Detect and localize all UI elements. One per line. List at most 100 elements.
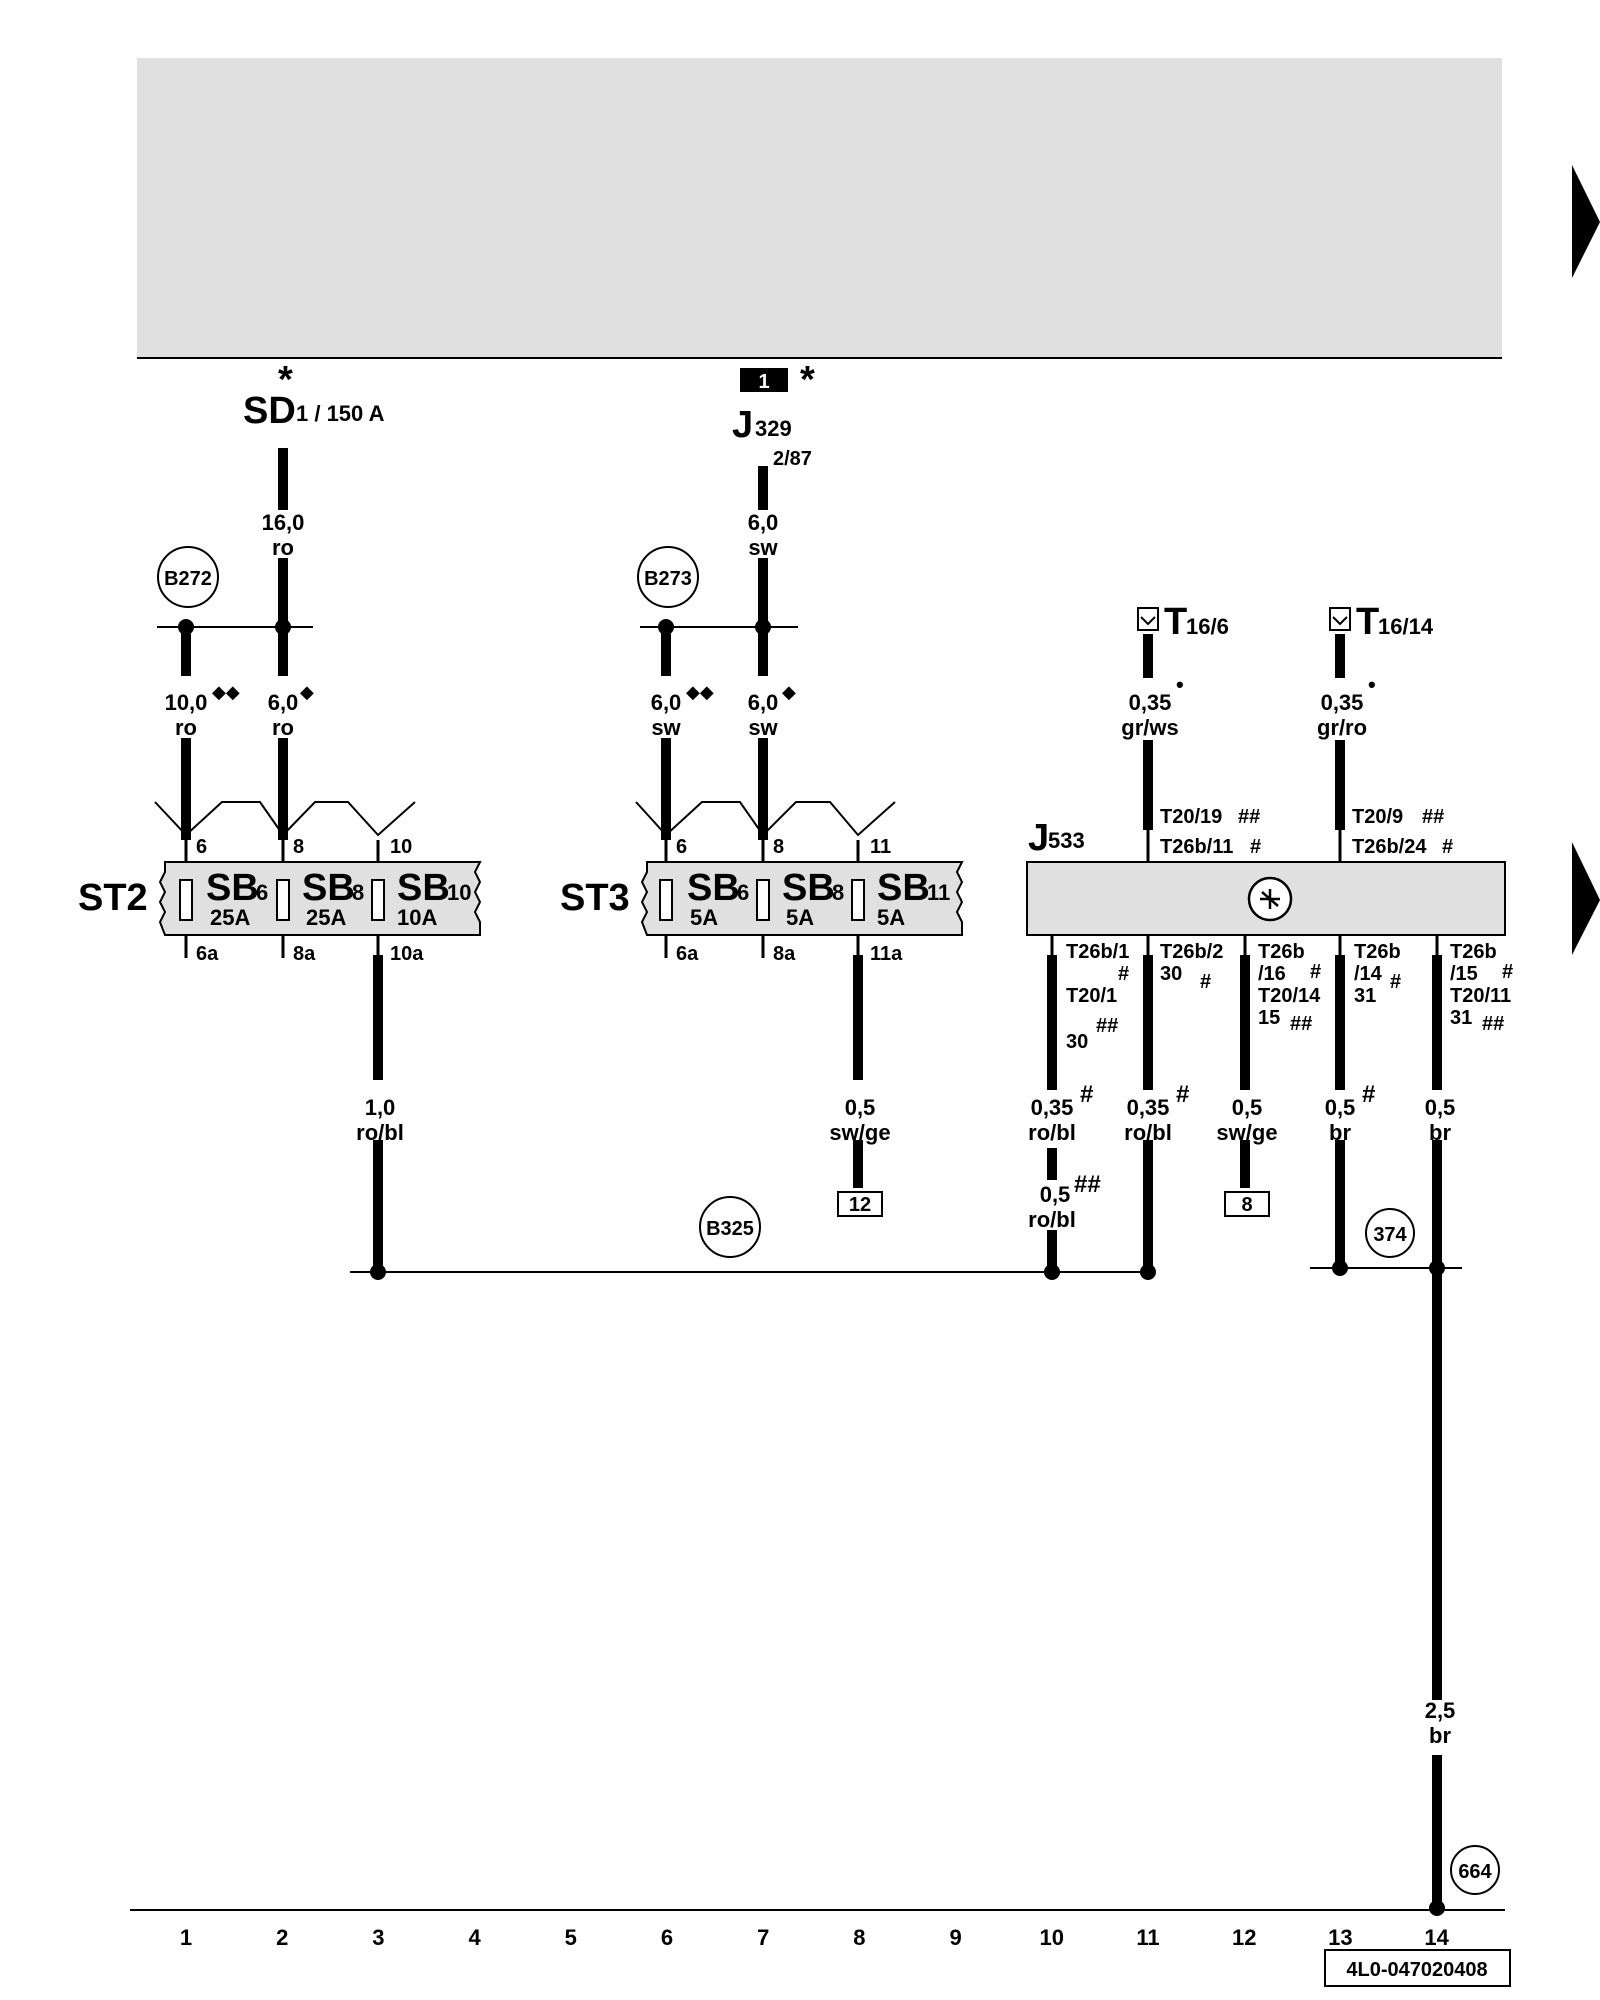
svg-text:6: 6	[737, 880, 749, 905]
svg-text:5A: 5A	[786, 905, 814, 930]
st3-label: ST3	[560, 877, 630, 919]
column-number: 1	[180, 1925, 192, 1950]
wire-w6-mark: ◆	[782, 682, 796, 702]
st3-fuse-1: SB 6 5A 6 6a	[659, 836, 749, 965]
sd-label: SD	[243, 390, 296, 432]
j533-bottom-pin-2: T26b/2 30 #	[1160, 941, 1223, 993]
column-number: 4	[468, 1925, 481, 1950]
column-number: 8	[853, 1925, 865, 1950]
svg-text:31: 31	[1450, 1007, 1472, 1029]
j533-bottom-pin-4: T26b /14 # 31	[1354, 941, 1401, 1007]
svg-text:SB: SB	[206, 867, 259, 909]
column-number: 10	[1040, 1925, 1064, 1950]
wire-w1-size: 16,0	[262, 510, 305, 535]
svg-text:10: 10	[390, 836, 412, 858]
next-page-arrow-bottom-icon[interactable]	[1572, 842, 1600, 955]
st2-label: ST2	[78, 877, 148, 919]
svg-text:25A: 25A	[210, 905, 250, 930]
svg-text:#: #	[1442, 836, 1453, 858]
relay-pin: 2/87	[773, 448, 812, 470]
svg-text:B273: B273	[644, 568, 692, 590]
j533-sub: 533	[1048, 828, 1085, 853]
svg-text:/14: /14	[1354, 963, 1383, 985]
j533-bottom-pin-marks	[1050, 935, 1439, 955]
svg-text:SB: SB	[302, 867, 355, 909]
wire-w12-size: 0,35	[1127, 1095, 1170, 1120]
wire-w2-size: 6,0	[748, 510, 779, 535]
wire-w14-mark: #	[1362, 1081, 1375, 1108]
svg-text:8: 8	[773, 836, 784, 858]
relay-ref-num: 1	[758, 371, 769, 393]
fuse-strip-st2: ST2	[78, 861, 482, 936]
svg-text:#: #	[1310, 961, 1321, 983]
wire-w8-color: gr/ro	[1317, 715, 1367, 740]
wire-w3-mark: ◆◆	[212, 682, 240, 702]
column-number: 9	[949, 1925, 961, 1950]
svg-text:31: 31	[1354, 985, 1376, 1007]
svg-text:8: 8	[352, 880, 364, 905]
svg-text:8a: 8a	[293, 943, 316, 965]
svg-text:5A: 5A	[877, 905, 905, 930]
wire-w8-mark: •	[1368, 672, 1376, 697]
wire-w7-size: 0,35	[1129, 690, 1172, 715]
svg-text:11a: 11a	[870, 943, 903, 965]
svg-text:#: #	[1200, 971, 1211, 993]
wire-w2-color: sw	[748, 535, 778, 560]
wire-w11b-mark: ##	[1074, 1171, 1101, 1198]
svg-text:10A: 10A	[397, 905, 437, 930]
svg-text:T26b/1: T26b/1	[1066, 941, 1129, 963]
svg-text:8: 8	[832, 880, 844, 905]
j533-top-pin-marks	[1146, 830, 1342, 862]
connection-374: 374	[1365, 1208, 1415, 1258]
ref-box-8: 8	[1224, 1191, 1270, 1217]
j533-top-pin-1: T20/19 ## T26b/11 #	[1160, 806, 1261, 858]
st2-fuse-2: SB 8 25A 8 8a	[276, 836, 364, 965]
wire-w3-color: ro	[175, 715, 197, 740]
connection-b273: B273	[637, 546, 699, 608]
svg-text:16/14: 16/14	[1378, 614, 1434, 639]
wire-group	[181, 448, 1442, 1908]
wire-w12-mark: #	[1176, 1081, 1189, 1108]
svg-text:5A: 5A	[690, 905, 718, 930]
connection-b325: B325	[699, 1196, 761, 1258]
svg-text:374: 374	[1373, 1224, 1407, 1246]
wire-w14-size: 0,5	[1325, 1095, 1356, 1120]
svg-text:T20/9: T20/9	[1352, 806, 1403, 828]
wire-w15-color: br	[1429, 1120, 1451, 1145]
svg-text:664: 664	[1458, 1861, 1492, 1883]
wire-w1-color: ro	[272, 535, 294, 560]
relay-star: *	[800, 359, 815, 401]
svg-text:##: ##	[1482, 1013, 1504, 1035]
st3-fuse-3: SB 11 5A 11 11a	[851, 836, 950, 965]
j533-bottom-pin-1: T26b/1 # T20/1 30 ##	[1066, 941, 1129, 1053]
wire-w12-color: ro/bl	[1124, 1120, 1172, 1145]
svg-text:30: 30	[1066, 1031, 1088, 1053]
wire-w5-size: 6,0	[651, 690, 682, 715]
pin-marks	[184, 840, 860, 958]
header-panel	[137, 58, 1502, 358]
svg-text:T26b: T26b	[1258, 941, 1305, 963]
svg-text:6: 6	[256, 880, 268, 905]
relay-label: J	[732, 404, 753, 446]
svg-text:SB: SB	[687, 867, 740, 909]
next-page-arrow-top-icon[interactable]	[1572, 165, 1600, 278]
column-number: 2	[276, 1925, 288, 1950]
column-number: 12	[1232, 1925, 1256, 1950]
svg-text:T20/1: T20/1	[1066, 985, 1117, 1007]
svg-text:##: ##	[1238, 806, 1260, 828]
svg-text:11: 11	[927, 880, 950, 905]
connection-b272: B272	[157, 546, 219, 608]
svg-text:6a: 6a	[676, 943, 699, 965]
column-number: 13	[1328, 1925, 1352, 1950]
svg-text:8: 8	[293, 836, 304, 858]
wire-w10-color: sw/ge	[829, 1120, 890, 1145]
column-number: 5	[565, 1925, 577, 1950]
svg-text:#: #	[1250, 836, 1261, 858]
wire-w4-size: 6,0	[268, 690, 299, 715]
connector-t16-14: T 16/14	[1329, 601, 1434, 643]
st2-fuse-3: SB 10 10A 10 10a	[371, 836, 471, 965]
svg-text:T: T	[1356, 601, 1379, 643]
wire-w6-color: sw	[748, 715, 778, 740]
doc-code-box: 4L0-047020408	[1324, 1949, 1511, 1987]
ref-box-12: 12	[837, 1191, 883, 1217]
